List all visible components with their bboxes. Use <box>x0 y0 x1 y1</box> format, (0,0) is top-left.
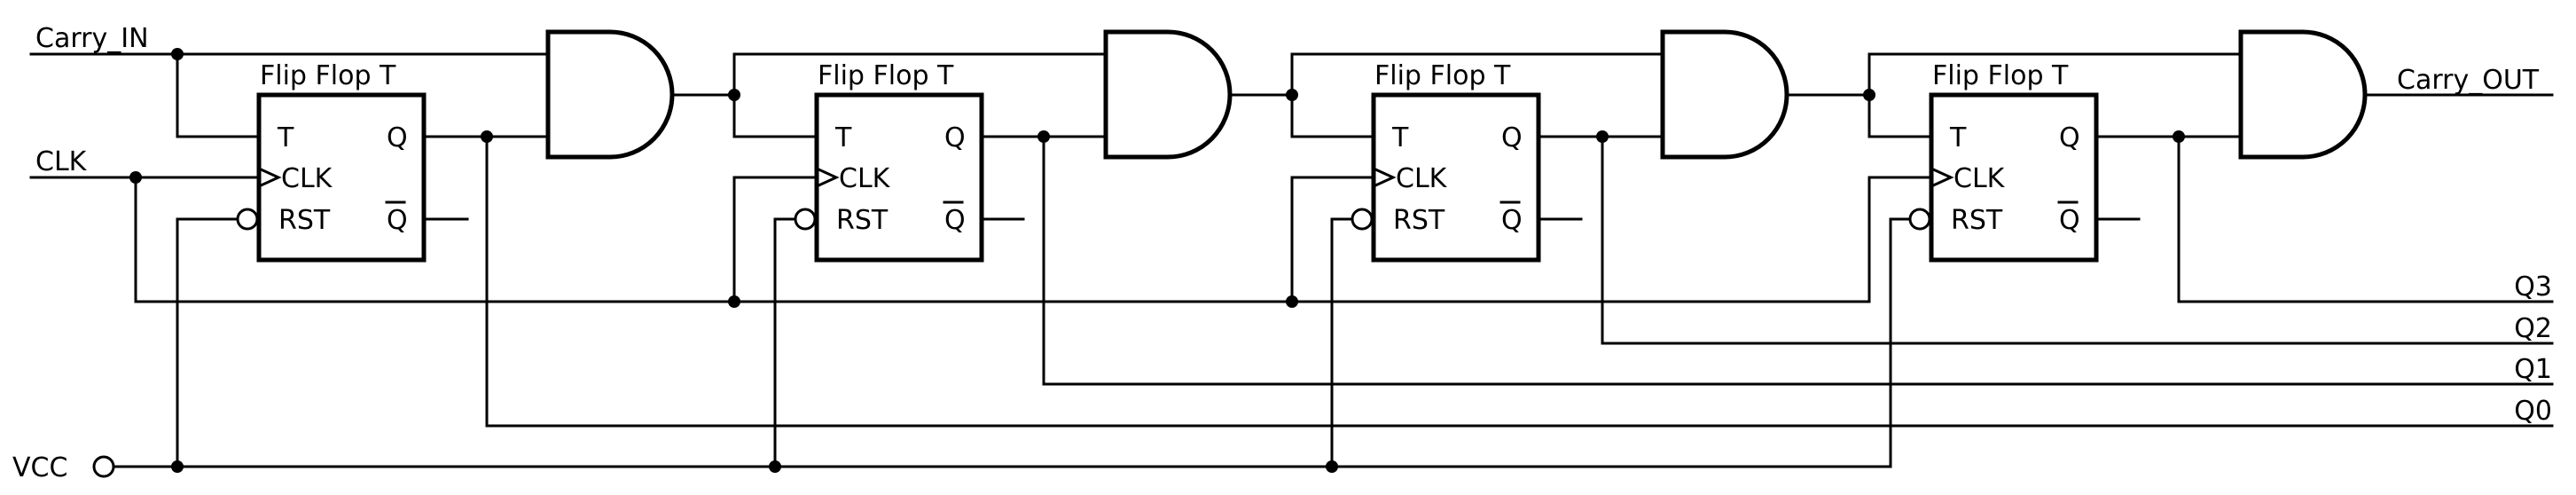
flip-flop-body <box>1929 92 2099 263</box>
ff2-clk-wire <box>732 176 818 303</box>
pin-rst-label: RST <box>1951 205 2003 236</box>
pin-t-label: T <box>1391 122 1409 153</box>
junction-dot <box>728 295 740 308</box>
pin-t-label: T <box>277 122 294 153</box>
flip-flop-body <box>1371 92 1541 263</box>
q1-output-label: Q1 <box>2514 354 2552 385</box>
vcc-terminal-icon <box>92 455 115 478</box>
q0-bus <box>485 135 2554 428</box>
rst-inversion-bubble-icon <box>1351 208 1374 231</box>
flip-flop-body <box>256 92 427 263</box>
and-gates <box>545 29 2368 160</box>
flip-flop-4: Flip Flop T T Q CLK RST Q <box>1908 60 2099 263</box>
vcc-label: VCC <box>12 452 67 483</box>
pin-rst-label: RST <box>836 205 889 236</box>
pin-rst-label: RST <box>1393 205 1445 236</box>
pin-clk-label: CLK <box>281 163 333 194</box>
pin-q-label: Q <box>944 122 966 153</box>
and-gate-3 <box>1660 29 1789 160</box>
junctions <box>129 48 2185 473</box>
carry-out-label: Carry_OUT <box>2397 65 2540 96</box>
q3-bus <box>2177 135 2554 303</box>
junction-dot <box>481 130 493 143</box>
rst-inversion-bubble-icon <box>236 208 259 231</box>
ff3-clk-wire <box>1290 176 1375 303</box>
flip-flop-title: Flip Flop T <box>1932 60 2069 91</box>
junction-dot <box>1037 130 1050 143</box>
flip-flops: Flip Flop T T Q CLK RST Q Flip Flop T T Q CLK RST Q… <box>236 60 2099 263</box>
pin-t-label: T <box>1949 122 1967 153</box>
pin-q-label: Q <box>2059 122 2080 153</box>
rst-inversion-bubble-icon <box>1908 208 1931 231</box>
flip-flop-title: Flip Flop T <box>260 60 396 91</box>
clock-edge-icon <box>1372 167 1397 188</box>
junction-dot <box>769 460 781 473</box>
ff3-carry-branch <box>1290 52 1664 138</box>
q3-output-label: Q3 <box>2514 271 2552 302</box>
q2-output-label: Q2 <box>2514 313 2552 344</box>
junction-dot <box>171 460 184 473</box>
junction-dot <box>1326 460 1338 473</box>
pin-qbar-label: Q <box>1501 205 1523 236</box>
junction-dot <box>1286 295 1298 308</box>
ff1-t-wire <box>176 52 261 138</box>
flip-flop-title: Flip Flop T <box>818 60 954 91</box>
pin-t-label: T <box>834 122 852 153</box>
clock-edge-icon <box>257 167 282 188</box>
pin-clk-label: CLK <box>1396 163 1448 194</box>
pin-q-label: Q <box>1501 122 1523 153</box>
pin-q-label: Q <box>387 122 408 153</box>
junction-dot <box>1286 89 1298 101</box>
junction-dot <box>2173 130 2185 143</box>
pin-qbar-label: Q <box>387 205 408 236</box>
flip-flop-2: Flip Flop T T Q CLK RST Q <box>794 60 984 263</box>
and-gate-1 <box>545 29 675 160</box>
flip-flop-body <box>814 92 984 263</box>
q0-output-label: Q0 <box>2514 396 2552 427</box>
clock-edge-icon <box>1930 167 1954 188</box>
pin-qbar-label: Q <box>2059 205 2080 236</box>
ff4-carry-branch <box>1867 52 2243 138</box>
clk-bus <box>134 176 1933 303</box>
clk-label: CLK <box>35 146 88 177</box>
ff2-rst-wire <box>773 217 797 468</box>
junction-dot <box>129 171 142 184</box>
ff3-rst-wire <box>1330 217 1355 468</box>
and-gate-2 <box>1103 29 1233 160</box>
pin-clk-label: CLK <box>839 163 891 194</box>
rst-inversion-bubble-icon <box>794 208 817 231</box>
q2-bus <box>1601 135 2554 345</box>
flip-flop-title: Flip Flop T <box>1374 60 1511 91</box>
pin-rst-label: RST <box>278 205 331 236</box>
junction-dot <box>1863 89 1875 101</box>
junction-dot <box>171 48 184 60</box>
q1-bus <box>1042 135 2554 386</box>
flip-flop-1: Flip Flop T T Q CLK RST Q <box>236 60 427 263</box>
carry-in-label: Carry_IN <box>35 23 149 54</box>
junction-dot <box>728 89 740 101</box>
clock-edge-icon <box>815 167 840 188</box>
flip-flop-3: Flip Flop T T Q CLK RST Q <box>1351 60 1541 263</box>
junction-dot <box>1596 130 1609 143</box>
ff1-rst-wire <box>176 217 239 468</box>
pin-clk-label: CLK <box>1954 163 2006 194</box>
pin-qbar-label: Q <box>944 205 966 236</box>
and-gate-4 <box>2238 29 2368 160</box>
ff2-carry-branch <box>732 52 1108 138</box>
